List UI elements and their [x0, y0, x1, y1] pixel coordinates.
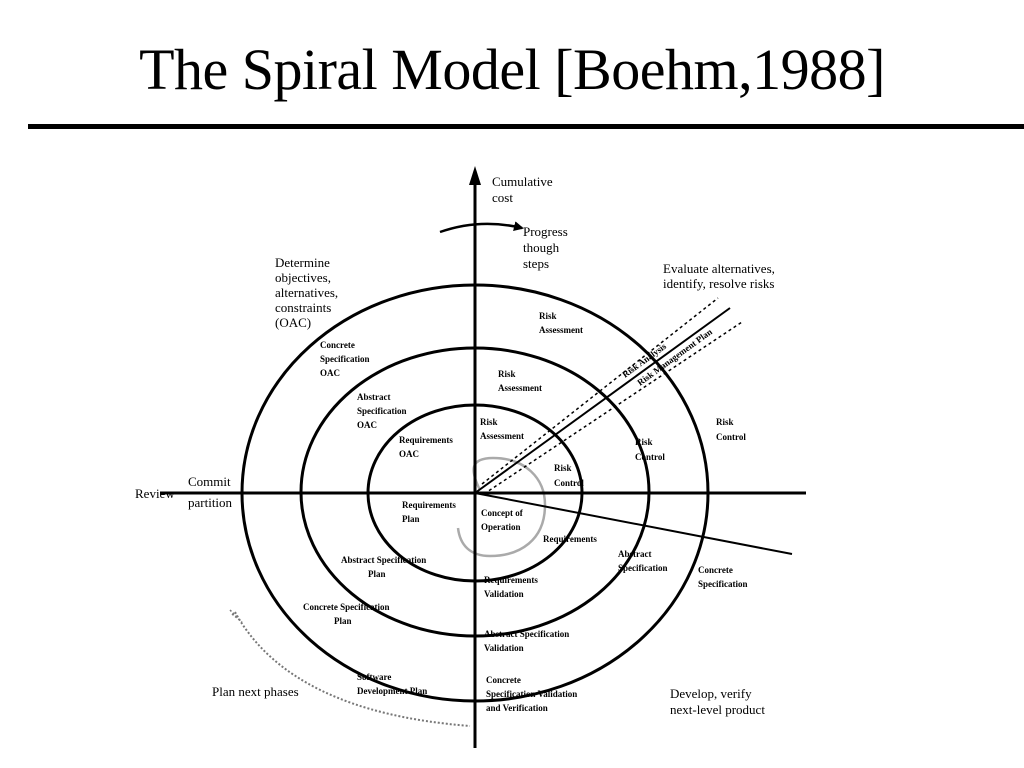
- requirements-oac-label: Requirements OAC: [399, 435, 455, 459]
- concrete-spec-plan-label: Concrete Specification Plan: [303, 602, 392, 626]
- review-label: Review: [135, 486, 175, 501]
- commit-partition-label: Commit partition: [188, 474, 234, 510]
- requirements-validation-label: Requirements Validation: [484, 575, 540, 599]
- abstract-spec-oac-label: Abstract Specification OAC: [357, 392, 409, 430]
- inner-spiral-loop: [456, 456, 547, 558]
- progress-label: Progress though steps: [523, 224, 571, 271]
- concept-of-operation-label: Concept of Operation: [481, 508, 525, 532]
- plan-next-phases-label: Plan next phases: [212, 684, 299, 699]
- cumulative-cost-label: Cumulative cost: [492, 174, 556, 205]
- abstract-spec-validation-label: Abstract Specification Validation: [484, 629, 572, 653]
- risk-control-inner-label: Risk Control: [554, 463, 584, 488]
- concrete-specification-label: Concrete Specification: [698, 565, 748, 589]
- risk-control-middle-label: Risk Control: [635, 437, 665, 462]
- requirements-plan-label: Requirements Plan: [402, 500, 458, 524]
- abstract-specification-label: Abstract Specification: [618, 549, 668, 573]
- abstract-spec-plan-label: Abstract Specification Plan: [341, 555, 429, 579]
- determine-objectives-label: Determine objectives, alternatives, cons…: [275, 255, 341, 330]
- page-title: The Spiral Model [Boehm,1988]: [139, 37, 885, 102]
- develop-verify-label: Develop, verify next-level product: [670, 686, 765, 717]
- progress-arrow-icon: [439, 221, 524, 234]
- risk-assessment-outer-label: Risk Assessment: [539, 311, 583, 335]
- diagonal-dotted-line-upper: [481, 297, 719, 485]
- plan-next-phases-arrow-icon: [229, 609, 243, 623]
- risk-assessment-middle-label: Risk Assessment: [498, 369, 542, 393]
- risk-control-outer-label: Risk Control: [716, 417, 746, 442]
- evaluate-alternatives-label: Evaluate alternatives, identify, resolve…: [663, 261, 778, 291]
- requirements-label: Requirements: [543, 534, 597, 544]
- plan-next-phases-arc: [234, 611, 471, 727]
- title-divider: [28, 124, 1024, 129]
- cumulative-cost-arrow-icon: [469, 166, 481, 185]
- concrete-spec-oac-label: Concrete Specification OAC: [320, 340, 372, 378]
- diagonal-dotted-line-lower: [483, 321, 743, 495]
- risk-assessment-inner-label: Risk Assessment: [480, 417, 524, 441]
- software-dev-plan-label: Software Development Plan: [357, 672, 427, 696]
- lower-right-line: [474, 492, 793, 555]
- concrete-spec-validation-label: Concrete Specification Validation and Ve…: [486, 675, 580, 713]
- diagonal-solid-line: [474, 307, 731, 494]
